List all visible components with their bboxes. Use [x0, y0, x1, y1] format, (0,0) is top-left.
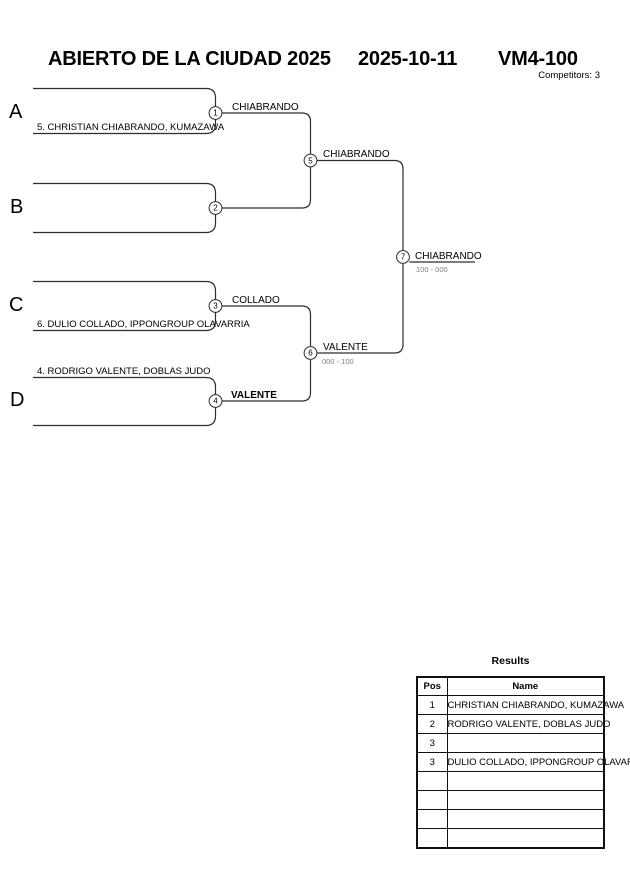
result-pos: 3: [416, 733, 448, 753]
result-pos: 1: [416, 695, 448, 715]
match4-output-line: [221, 359, 312, 402]
match1-number: 1: [213, 108, 218, 118]
pair-c-top-line: [33, 280, 217, 300]
result-pos: 3: [416, 752, 448, 772]
table-row: [416, 828, 605, 849]
result-name: [446, 809, 605, 829]
match6-number: 6: [308, 348, 313, 358]
table-row: 2 RODRIGO VALENTE, DOBLAS JUDO: [416, 714, 610, 734]
match6-output-line: [316, 263, 404, 354]
match4-node-circle: [208, 394, 223, 408]
match4-number: 4: [213, 396, 218, 406]
results-title: Results: [491, 655, 530, 667]
result-pos: 2: [416, 714, 448, 734]
match5-number: 5: [308, 156, 313, 165]
match3-output-line: [221, 305, 312, 347]
match6-node-circle: [303, 346, 318, 360]
pair-c-bottom-line: [33, 312, 217, 332]
match7-score: 100 - 000: [416, 264, 448, 274]
result-pos: [416, 828, 448, 849]
match3-node-circle: [208, 299, 223, 313]
result-name: RODRIGO VALENTE, DOBLAS JUDO: [446, 714, 610, 734]
match3-winner-label: COLLADO: [232, 294, 280, 306]
table-row: [416, 771, 605, 791]
result-name: [446, 733, 605, 753]
competitors-count: Competitors: 3: [538, 70, 600, 81]
match1-output-line: [221, 112, 312, 155]
group-letter-a: A: [9, 101, 23, 123]
match2-number: 2: [213, 203, 218, 213]
result-name: DULIO COLLADO, IPPONGROUP OLAVARRIA: [446, 752, 630, 772]
pair-d-top-line: [33, 376, 217, 395]
match1-node-circle: [208, 106, 223, 120]
group-letter-d: D: [10, 389, 25, 411]
result-name: CHRISTIAN CHIABRANDO, KUMAZAWA: [446, 695, 624, 715]
match6-score: 000 - 100: [322, 357, 354, 366]
tournament-date: 2025-10-11: [358, 48, 458, 70]
seed-name-a: 5. CHRISTIAN CHIABRANDO, KUMAZAWA: [37, 121, 225, 133]
table-row: [416, 790, 605, 810]
match3-number: 3: [213, 301, 218, 311]
match7-number: 7: [400, 252, 406, 262]
pair-b-bottom-line: [33, 214, 217, 234]
results-table: Pos Name 1 CHRISTIAN CHIABRANDO, KUMAZAW…: [416, 676, 630, 849]
tournament-title: ABIERTO DE LA CIUDAD 2025: [48, 48, 331, 70]
table-row: 1 CHRISTIAN CHIABRANDO, KUMAZAWA: [416, 695, 624, 715]
pair-b-top-line: [33, 182, 217, 202]
table-row: [416, 809, 605, 829]
result-name: [446, 828, 605, 849]
result-pos: [416, 790, 448, 810]
pair-a-bottom-line: [33, 119, 217, 135]
results-col-pos: Pos: [416, 676, 448, 696]
group-letter-b: B: [10, 196, 24, 218]
seed-name-d: 4. RODRIGO VALENTE, DOBLAS JUDO: [37, 365, 211, 377]
match6-winner-label: VALENTE: [323, 341, 368, 353]
match7-node-circle: [396, 250, 410, 264]
match2-node-circle: [208, 201, 223, 215]
results-col-name: Name: [446, 676, 605, 696]
group-letter-c: C: [9, 294, 24, 316]
result-pos: [416, 809, 448, 829]
match4-winner-label: VALENTE: [231, 389, 277, 401]
results-header-row: Pos Name: [416, 676, 605, 696]
result-pos: [416, 771, 448, 791]
pair-a-top-line: [33, 87, 217, 107]
seed-name-c: 6. DULIO COLLADO, IPPONGROUP OLAVARRIA: [37, 318, 250, 330]
result-name: [446, 771, 605, 791]
pair-d-bottom-line: [33, 407, 217, 427]
category-code: VM4-100: [498, 48, 578, 70]
match5-output-line: [316, 159, 404, 251]
result-name: [446, 790, 605, 810]
match1-winner-label: CHIABRANDO: [232, 101, 299, 113]
match5-winner-label: CHIABRANDO: [323, 149, 390, 160]
match7-winner-label: CHIABRANDO: [415, 250, 482, 262]
table-row: 3 DULIO COLLADO, IPPONGROUP OLAVARRIA: [416, 752, 630, 772]
match2-output-line: [221, 166, 312, 209]
match5-node-circle: [303, 153, 318, 168]
table-row: 3: [416, 733, 605, 753]
